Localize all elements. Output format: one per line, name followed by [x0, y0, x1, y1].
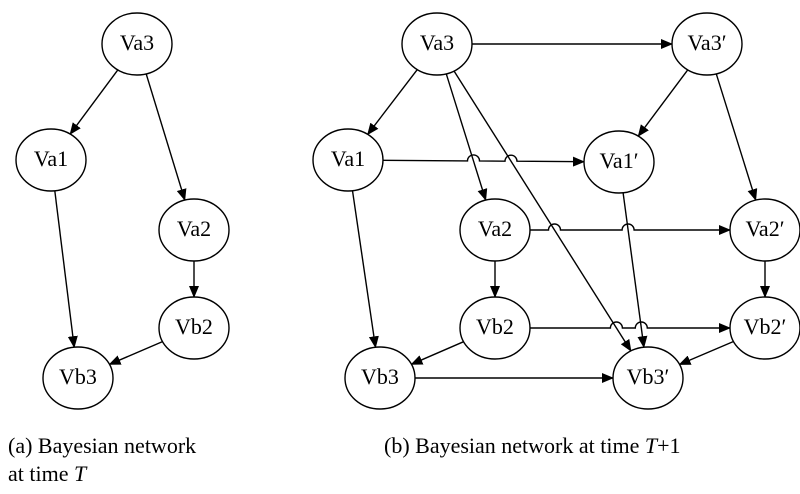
a-node-vb2: Vb2	[158, 296, 230, 360]
node-ellipse	[42, 346, 114, 410]
node-ellipse	[401, 12, 473, 76]
b-edge-va1p-to-vb3p	[622, 192, 648, 349]
b-node-va3p: Va3′	[671, 12, 743, 76]
b-edge-va3-to-va1	[367, 69, 418, 136]
caption-b: (b) Bayesian network at time T+1	[384, 432, 681, 460]
node-ellipse	[158, 296, 230, 360]
b-node-va2p: Va2′	[729, 198, 800, 262]
node-label: Vb3	[59, 364, 97, 389]
caption-b-time-variable: T	[644, 433, 658, 458]
node-ellipse	[459, 296, 531, 360]
node-ellipse	[158, 198, 230, 262]
a-edge-vb2-to-vb3	[108, 340, 163, 366]
node-label: Vb2	[476, 314, 514, 339]
diagram-b-nodes: Va3 Va3′ Va1 Va1′ Va2 Va2′ Vb2 Vb2′ Vb3 Vb3′	[312, 12, 800, 410]
b-edge-va3-to-vb3p	[453, 70, 632, 352]
node-label: Va3	[420, 30, 454, 55]
node-label: Va2	[478, 216, 512, 241]
caption-a: (a) Bayesian network at time T	[8, 432, 196, 488]
node-ellipse	[344, 346, 416, 410]
node-ellipse	[583, 130, 655, 194]
a-node-vb3: Vb3	[42, 346, 114, 410]
caption-b-suffix: +1	[657, 433, 681, 458]
b-edge-va3p-to-va2p	[715, 73, 758, 202]
b-edge-va1-to-vb3	[351, 190, 379, 349]
node-ellipse	[101, 12, 173, 76]
b-edge-vb2-to-vb3	[410, 341, 464, 365]
node-label: Va3′	[687, 30, 726, 55]
caption-a-line2-prefix: at time	[8, 461, 74, 486]
a-node-va3: Va3	[101, 12, 173, 76]
b-node-va3: Va3	[401, 12, 473, 76]
b-edge-va3p-to-va1p	[637, 69, 689, 137]
b-node-va2: Va2	[459, 198, 531, 262]
node-label: Vb2	[175, 314, 213, 339]
node-ellipse	[729, 198, 800, 262]
b-edge-va3-to-va2	[445, 73, 488, 202]
diagram-a-edges	[54, 69, 199, 366]
a-edge-va3-to-va1	[69, 69, 119, 135]
caption-a-time-variable: T	[73, 461, 87, 486]
node-label: Va1	[331, 146, 365, 171]
node-label: Va3	[120, 30, 154, 55]
caption-a-line1: (a) Bayesian network	[8, 433, 197, 458]
b-edge-va2-to-va2p	[530, 223, 731, 235]
b-node-va1p: Va1′	[583, 130, 655, 194]
b-node-vb2: Vb2	[459, 296, 531, 360]
a-edge-va1-to-vb3	[54, 190, 78, 349]
node-ellipse	[459, 198, 531, 262]
caption-b-prefix: (b) Bayesian network at time	[384, 433, 645, 458]
node-label: Va1′	[599, 148, 638, 173]
node-ellipse	[15, 128, 87, 192]
node-label: Vb2′	[744, 314, 787, 339]
a-node-va2: Va2	[158, 198, 230, 262]
node-ellipse	[312, 128, 384, 192]
a-node-va1: Va1	[15, 128, 87, 192]
b-node-va1: Va1	[312, 128, 384, 192]
node-label: Vb3′	[627, 364, 670, 389]
a-edge-va3-to-va2	[145, 73, 187, 202]
node-label: Va1	[34, 146, 68, 171]
node-label: Vb3	[361, 364, 399, 389]
diagram-b-edges	[351, 39, 770, 383]
node-label: Va2′	[745, 216, 784, 241]
node-ellipse	[612, 346, 684, 410]
b-node-vb3: Vb3	[344, 346, 416, 410]
node-ellipse	[671, 12, 743, 76]
b-edge-vb2p-to-vb3p	[678, 340, 734, 366]
b-edge-vb2-to-vb2p	[530, 321, 731, 333]
b-node-vb2p: Vb2′	[729, 296, 800, 360]
node-label: Va2	[177, 216, 211, 241]
b-node-vb3p: Vb3′	[612, 346, 684, 410]
b-edge-va1-to-va1p	[382, 154, 585, 167]
node-ellipse	[729, 296, 800, 360]
